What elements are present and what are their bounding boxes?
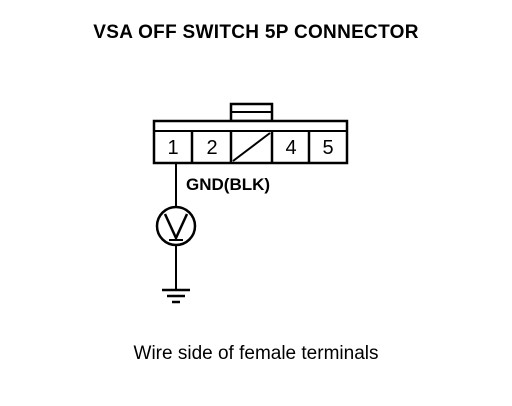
voltmeter-icon	[155, 205, 197, 247]
ground-icon	[162, 288, 190, 304]
connector-housing	[152, 119, 349, 165]
diagram-title: VSA OFF SWITCH 5P CONNECTOR	[93, 22, 419, 43]
diagram-caption: Wire side of female terminals	[133, 343, 379, 364]
pin-1-label: 1	[167, 137, 178, 159]
pin-5-label: 5	[322, 137, 333, 159]
pin-2-label: 2	[206, 137, 217, 159]
pin-4-label: 4	[285, 137, 296, 159]
wire-label: GND(BLK)	[186, 175, 270, 194]
unused-cavity-mark	[232, 132, 271, 162]
